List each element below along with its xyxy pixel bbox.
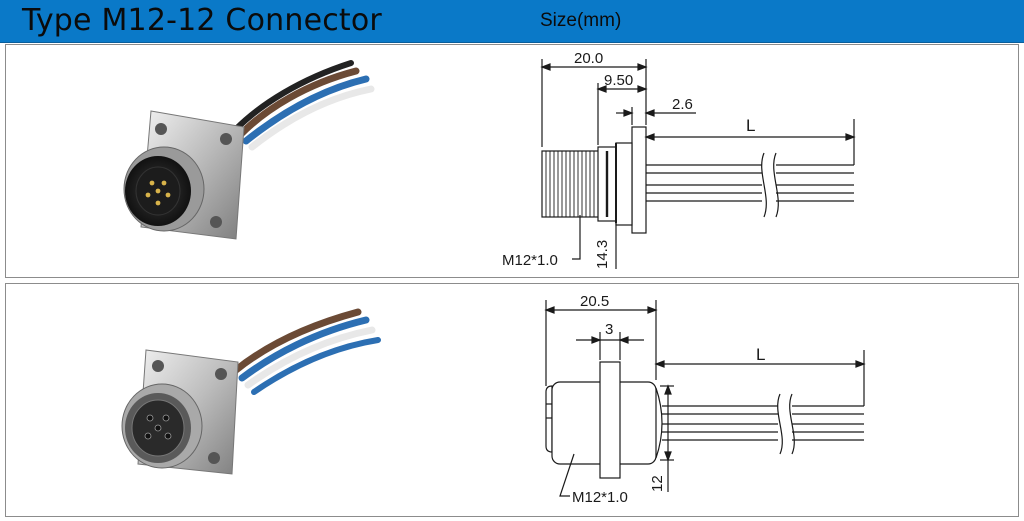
dim-thread-length-label: 9.50 (604, 72, 633, 89)
female-connector-panel: 20.5 3 L 12 (5, 283, 1019, 517)
thread-callout: M12*1.0 (502, 215, 581, 269)
page-title: Type M12-12 Connector (22, 3, 382, 38)
dim-overall-label: 20.5 (580, 293, 609, 310)
dim-cable-length-label: L (746, 116, 755, 135)
dim-flange: 2.6 (616, 96, 696, 125)
thread-spec-label: M12*1.0 (502, 252, 558, 269)
socket-holes (144, 414, 172, 440)
cable-wires (232, 308, 381, 395)
dim-flange-label: 2.6 (672, 96, 693, 113)
dim-flange-label: 3 (605, 321, 613, 338)
cable-lines (662, 393, 864, 455)
female-dimension-drawing: 20.5 3 L 12 (544, 293, 866, 506)
male-dimension-drawing: 20.0 9.50 2.6 L (502, 50, 856, 269)
socket-section (545, 361, 663, 479)
dim-flange: 3 (576, 321, 644, 360)
dim-height: 12 (649, 384, 674, 492)
thread-spec-label: M12*1.0 (572, 489, 628, 506)
male-connector-photo (123, 60, 375, 240)
header-bar: Type M12-12 Connector Size(mm) (0, 0, 1024, 43)
cable-wires (233, 60, 375, 151)
dim-thread-length: 9.50 (596, 72, 648, 145)
male-connector-panel: 20.0 9.50 2.6 L (5, 44, 1019, 278)
socket-body (121, 383, 203, 469)
cable-lines (646, 152, 854, 218)
dim-height: 14.3 (594, 143, 617, 269)
dim-overall: 20.5 (544, 293, 658, 386)
dim-height-label: 14.3 (594, 240, 611, 269)
thread-callout: M12*1.0 (559, 453, 628, 506)
thread-section (541, 126, 647, 234)
female-connector-photo (121, 308, 381, 475)
dim-overall: 20.0 (540, 50, 648, 147)
dim-overall-label: 20.0 (574, 50, 603, 67)
contact-pins (145, 180, 171, 206)
dim-height-label: 12 (649, 475, 666, 492)
dim-cable-length: L (654, 345, 866, 406)
size-unit-label: Size(mm) (540, 10, 622, 31)
dim-cable-length: L (644, 116, 856, 165)
threaded-body (123, 146, 205, 232)
dim-cable-length-label: L (756, 345, 765, 364)
